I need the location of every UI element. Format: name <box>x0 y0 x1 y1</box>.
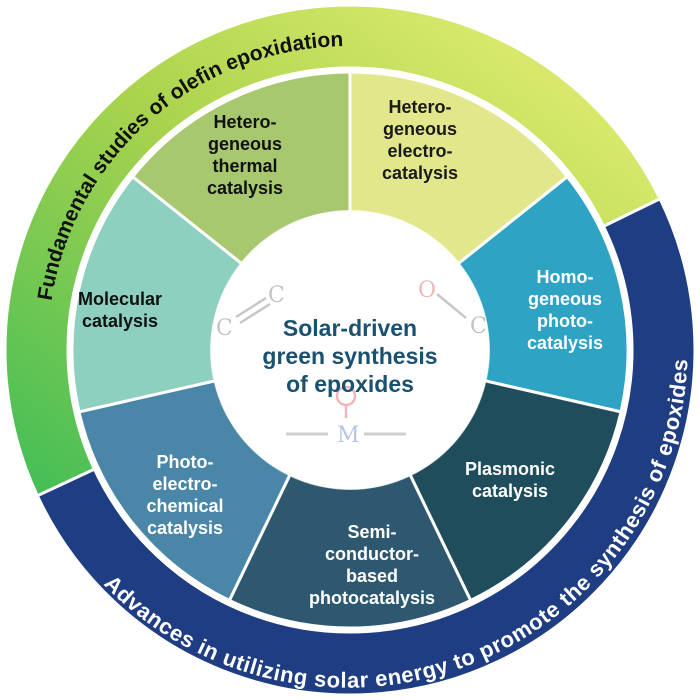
segment-2-label-line-1: catalysis <box>472 481 548 501</box>
segment-0-label-line-1: geneous <box>383 119 457 139</box>
center-circle <box>210 210 490 490</box>
segment-3-label-line-1: conductor- <box>325 544 419 564</box>
epoxide-molecule-icon: C C O C M <box>216 278 487 448</box>
double-bond-line-1 <box>235 296 267 319</box>
segment-0-label-line-3: catalysis <box>382 163 458 183</box>
center-title-line-2: green synthesis <box>262 343 437 369</box>
segment-2-label-line-0: Plasmonic <box>465 459 555 479</box>
segment-5-label-line-1: catalysis <box>82 311 158 331</box>
center-hub: C C O C M Solar-driven green synthesis o… <box>210 210 490 490</box>
double-bond-line-2 <box>239 302 271 325</box>
oxo-ring-icon <box>335 385 357 407</box>
segment-4-label-line-1: electro- <box>152 474 217 494</box>
epoxide-bond-line <box>436 293 467 319</box>
molecule-atom-c1: C <box>216 316 233 341</box>
segment-3-label-line-2: based <box>346 566 398 586</box>
center-title-line-3: of epoxides <box>286 371 414 397</box>
segment-0-label-line-0: Hetero- <box>388 97 451 117</box>
segment-4-label-line-0: Photo- <box>157 452 214 472</box>
segment-1-label-line-1: geneous <box>528 289 602 309</box>
segment-3-label-line-0: Semi- <box>347 522 396 542</box>
top-outer-band <box>3 3 663 498</box>
segment-6-label-line-1: geneous <box>208 134 282 154</box>
segment-3-label-line-3: photocatalysis <box>309 588 435 608</box>
bottom-outer-band <box>35 196 697 697</box>
segment-6-label-line-2: thermal <box>212 156 277 176</box>
segment-5-label-line-0: Molecular <box>78 289 162 309</box>
outer-ring <box>3 3 697 697</box>
segment-6-label-line-3: catalysis <box>207 178 283 198</box>
segment-4-label-line-3: catalysis <box>147 518 223 538</box>
segment-1-label-line-0: Homo- <box>537 267 594 287</box>
segment-0-label-line-2: electro- <box>387 141 452 161</box>
segment-6-label-line-0: Hetero- <box>213 112 276 132</box>
center-title-line-1: Solar-driven <box>283 315 417 341</box>
segment-1-label-line-3: catalysis <box>527 333 603 353</box>
molecule-atom-c3: C <box>470 314 487 339</box>
segment-1-label-line-2: photo- <box>537 311 593 331</box>
molecule-atom-c2: C <box>268 283 285 308</box>
segment-4-label-line-2: chemical <box>146 496 223 516</box>
catalysis-segments: Hetero-geneouselectro-catalysisHomo-gene… <box>70 70 630 630</box>
molecule-atom-o: O <box>418 278 436 303</box>
molecule-metal-m: M <box>337 423 360 448</box>
